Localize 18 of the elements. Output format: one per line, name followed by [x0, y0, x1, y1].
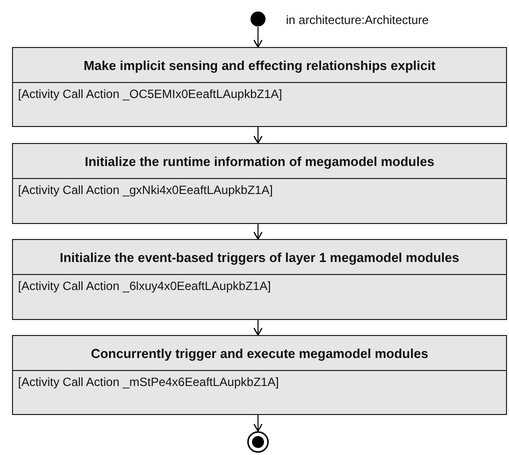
action-title: Concurrently trigger and execute megamodel modules — [90, 346, 428, 360]
action-description: [Activity Call Action _gxNki4x0EeaftLAupkbZ1A] — [18, 183, 273, 197]
arrow — [253, 320, 263, 336]
node-caption: in architecture:Architecture — [286, 13, 429, 27]
action-box — [12, 143, 507, 224]
action-title: Initialize the event-based triggers of layer 1 megamodel modules — [60, 250, 460, 264]
action-title: Initialize the runtime information of megamodel modules — [84, 154, 434, 168]
arrow — [253, 26, 263, 48]
arrow — [253, 126, 263, 144]
action-description: [Activity Call Action _mStPe4x6EeaftLAupkbZ1A] — [18, 375, 279, 389]
action-description: [Activity Call Action _6lxuy4x0EeaftLAupkbZ1A] — [18, 279, 271, 293]
action-box — [12, 239, 507, 320]
arrow — [253, 224, 263, 240]
action-description: [Activity Call Action _OC5EMIx0EeaftLAupkbZ1A] — [18, 87, 282, 101]
action-title: Make implicit sensing and effecting relationships explicit — [84, 58, 436, 72]
action-box — [12, 335, 507, 415]
arrow — [253, 414, 263, 432]
action-box — [12, 47, 507, 127]
